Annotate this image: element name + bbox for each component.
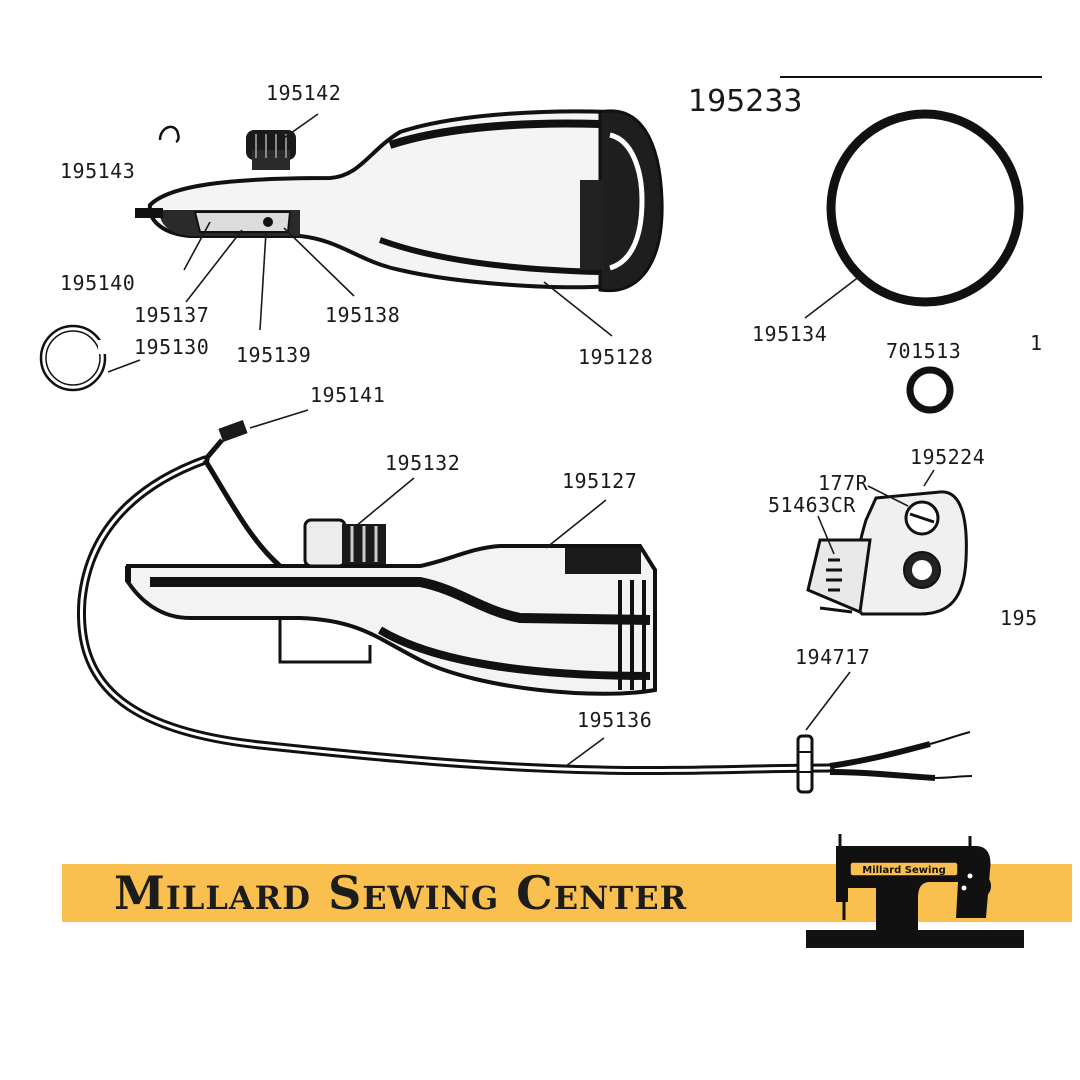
- knob-195142: [246, 130, 296, 170]
- leader-195139: [259, 231, 267, 331]
- leader-51463CR: [817, 515, 835, 555]
- label-177R: 177R: [818, 471, 869, 495]
- bracket-195224: [806, 490, 968, 616]
- leader-195127: [545, 499, 607, 549]
- label-195142: 195142: [266, 81, 341, 105]
- label-195136: 195136: [577, 708, 652, 732]
- ring-195130: [39, 324, 108, 392]
- label-195138: 195138: [325, 303, 400, 327]
- label-195139: 195139: [236, 343, 311, 367]
- label-51463CR: 51463CR: [768, 493, 856, 517]
- label-195128: 195128: [578, 345, 653, 369]
- logo-label-plate: [849, 861, 959, 877]
- housing-band: [580, 180, 604, 270]
- logo-text: Millard Sewing: [862, 865, 945, 876]
- logo-base: [806, 930, 1024, 948]
- logo-wheel: [965, 873, 991, 899]
- brand-name: Millard Sewing Center: [114, 866, 688, 920]
- contact-51463CR: [806, 538, 872, 615]
- label-195137: 195137: [134, 303, 209, 327]
- lamp-housing-lower: [125, 544, 657, 696]
- leader-195142: [283, 113, 319, 139]
- leader-195138: [283, 227, 355, 297]
- leader-195128: [543, 281, 613, 337]
- leader-195224: [923, 469, 935, 487]
- fragment-right-mid: 195: [1000, 606, 1038, 630]
- switch-195132: [303, 518, 386, 568]
- label-195134: 195134: [752, 322, 827, 346]
- clip-194717: [796, 734, 814, 794]
- label-195224: 195224: [910, 445, 985, 469]
- label-195132: 195132: [385, 451, 460, 475]
- leader-195137: [185, 229, 243, 303]
- leader-195141: [249, 409, 309, 429]
- label-195140: 195140: [60, 271, 135, 295]
- clip-195143: [158, 125, 180, 144]
- label-701513: 701513: [886, 339, 961, 363]
- label-194717: 194717: [795, 645, 870, 669]
- leader-195134: [804, 275, 861, 319]
- cord-195136: [76, 455, 973, 781]
- leader-195130: [107, 359, 141, 373]
- leader-195140: [183, 221, 211, 271]
- leader-194717: [805, 671, 851, 731]
- fragment-right-top: 1: [1030, 331, 1043, 355]
- label-195130: 195130: [134, 335, 209, 359]
- leader-195136: [565, 737, 605, 767]
- ring-701513: [906, 366, 954, 414]
- leader-195132: [355, 477, 415, 527]
- diagram-title: 195233: [688, 84, 803, 119]
- leader-177R: [867, 485, 909, 507]
- lamp-housing-upper: [135, 109, 664, 293]
- ring-195134: [826, 109, 1024, 307]
- terminal-195141: [203, 419, 248, 462]
- sewing-machine-logo: Millard Sewing: [806, 834, 1024, 948]
- housing-lower-band: [565, 548, 641, 574]
- label-195141: 195141: [310, 383, 385, 407]
- label-195127: 195127: [562, 469, 637, 493]
- label-195143: 195143: [60, 159, 135, 183]
